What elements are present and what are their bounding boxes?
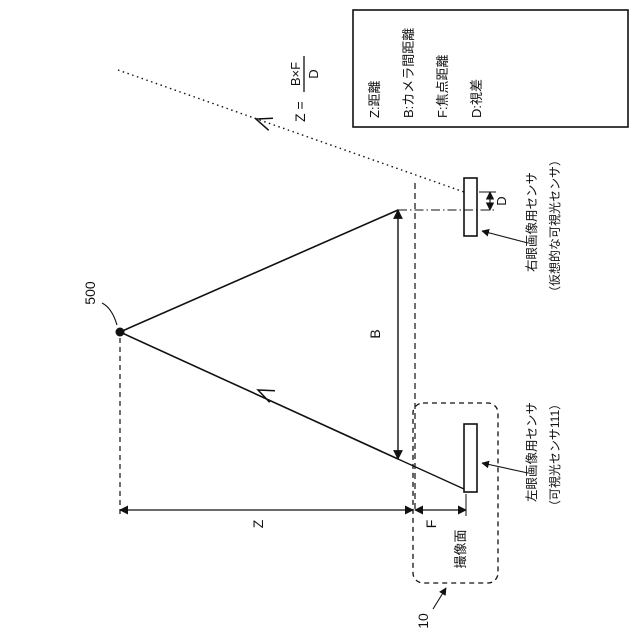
- device-label: 10: [415, 613, 431, 629]
- formula-numerator: B×F: [288, 62, 303, 86]
- baseline-label: B: [367, 329, 383, 338]
- imaging-plane-label: 撮像面: [453, 529, 468, 568]
- right-sensor-label-line2: （仮想的な可視光センサ）: [547, 154, 562, 298]
- right-sensor-rect: [463, 177, 478, 237]
- legend-box: [352, 9, 629, 128]
- left-ray-extension: [397, 458, 465, 490]
- point-label: 500: [82, 281, 98, 305]
- formula-denominator: D: [306, 69, 321, 78]
- sight-line-arrow-icon: [254, 117, 274, 131]
- right-sensor-label-line1: 右眼画像用センサ: [524, 172, 539, 272]
- ray-arrow-icon: [256, 389, 276, 403]
- right-sensor-leader: [481, 229, 529, 244]
- f-label: F: [423, 520, 439, 529]
- legend-line-b: B:カメラ間距離: [401, 28, 416, 118]
- legend-line-z: Z:距離: [367, 80, 382, 118]
- left-sensor-rect: [463, 423, 478, 493]
- ray-to-left-lens: [119, 331, 399, 460]
- legend-line-f: F:焦点距離: [435, 54, 450, 118]
- legend-line-d: D:視差: [469, 79, 484, 118]
- left-sensor-label-line1: 左眼画像用センサ: [524, 402, 539, 502]
- z-label: Z: [250, 519, 266, 528]
- point-leader: [101, 302, 118, 326]
- sight-line-dotted: [117, 69, 465, 193]
- device-leader: [432, 587, 447, 610]
- formula-lhs: Z =: [292, 101, 308, 122]
- ray-to-right-lens: [119, 209, 399, 333]
- left-sensor-label-line2: （可視光センサ111）: [547, 398, 562, 512]
- d-label: D: [494, 196, 509, 205]
- formula-group: Z = B×F D: [288, 56, 321, 122]
- left-sensor-leader: [481, 460, 529, 474]
- camera-unit-box: [412, 402, 499, 584]
